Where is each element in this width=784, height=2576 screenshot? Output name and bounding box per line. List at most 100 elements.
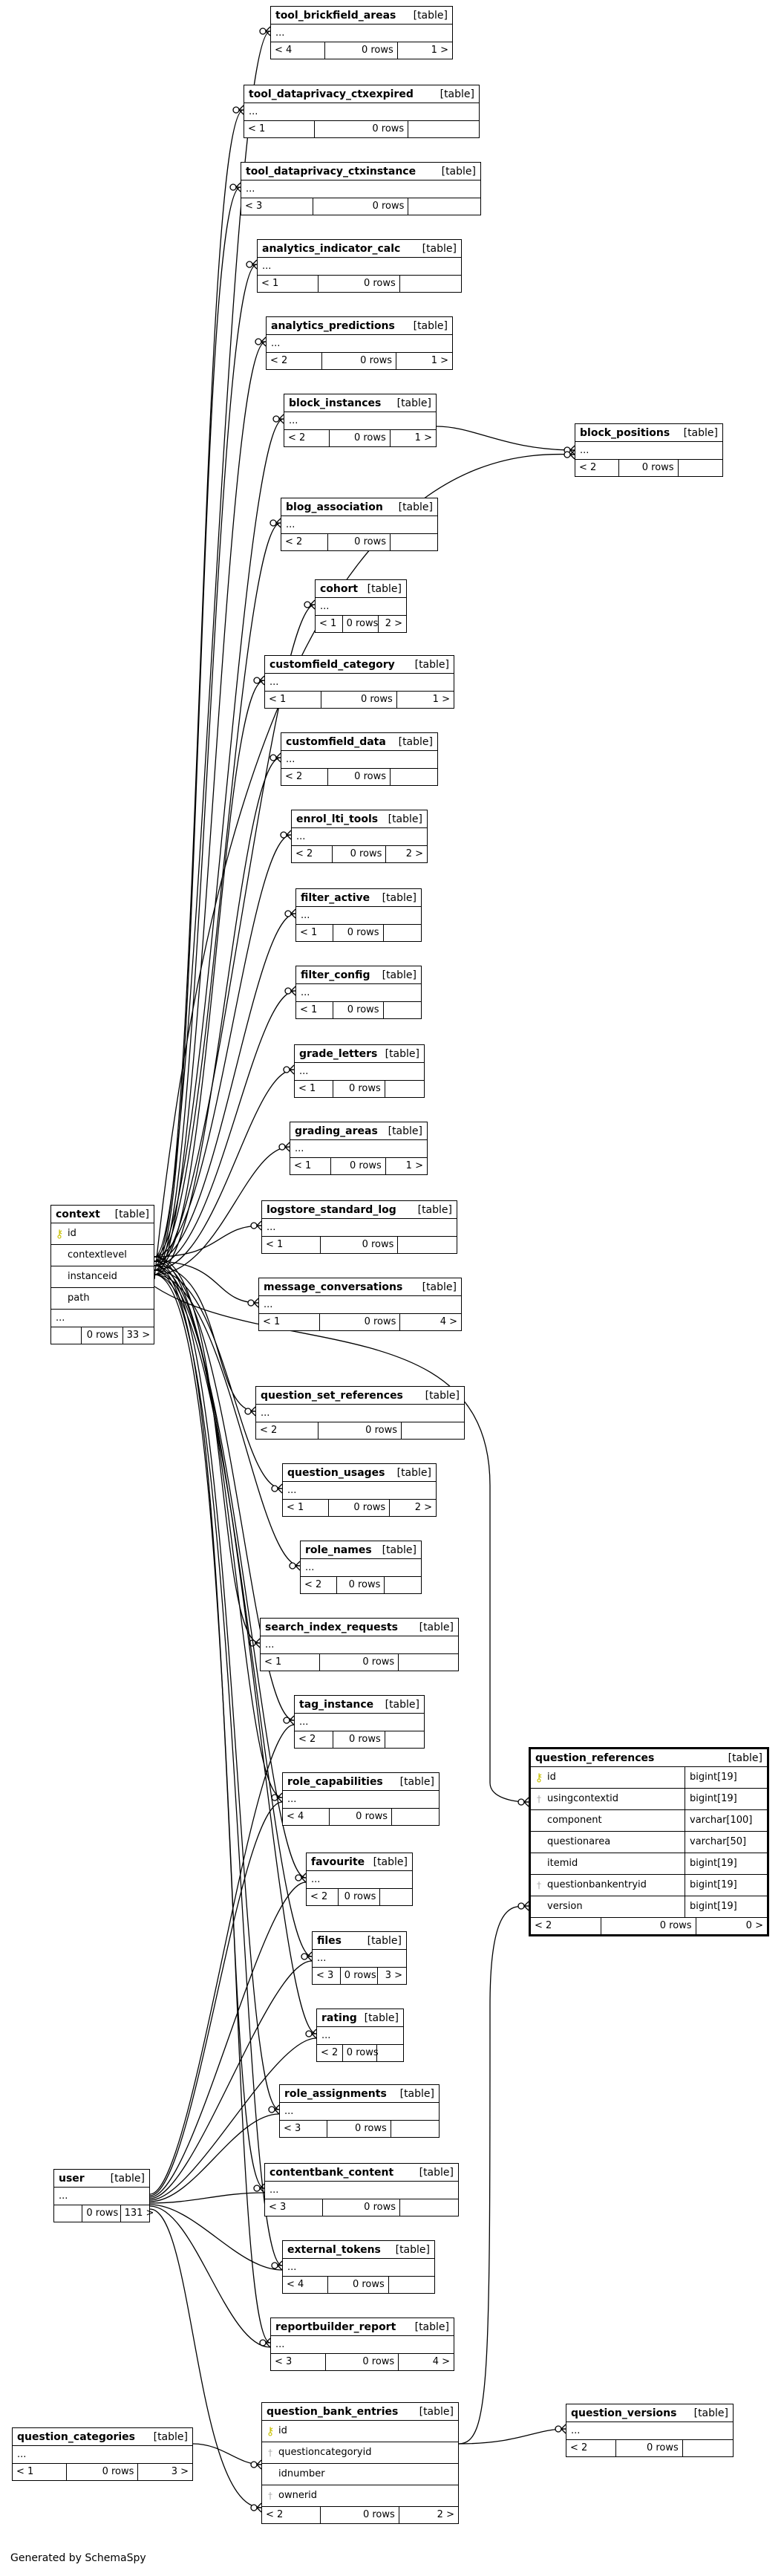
parent-count[interactable]: < 2 [262,2507,321,2523]
table-header[interactable]: external_tokens[table] [283,2241,434,2259]
parent-count[interactable]: < 1 [296,925,334,941]
child-count[interactable] [385,1731,424,1748]
parent-count[interactable]: < 4 [283,1809,330,1825]
table-header[interactable]: question_usages[table] [283,1464,436,1482]
child-count[interactable]: 2 > [385,618,402,629]
parent-count[interactable]: < 2 [267,353,322,369]
child-count[interactable] [384,925,421,941]
table-header[interactable]: reportbuilder_report[table] [271,2318,454,2336]
parent-count[interactable]: < 1 [265,692,322,708]
child-count[interactable] [391,2121,439,2137]
table-header[interactable]: message_conversations[table] [259,1278,461,1296]
table-header[interactable]: favourite[table] [307,1853,412,1871]
table-name[interactable]: tool_brickfield_areas [275,9,396,22]
table-name[interactable]: question_references [535,1752,655,1764]
table-name[interactable]: customfield_category [270,658,395,671]
table-header[interactable]: filter_active[table] [296,889,421,907]
parent-count[interactable]: < 3 [313,1968,341,1984]
table-header[interactable]: question_categories[table] [13,2428,192,2446]
table-name[interactable]: question_usages [287,1466,385,1479]
table-name[interactable]: contentbank_content [270,2166,394,2179]
table-name[interactable]: question_versions [571,2407,677,2419]
table-header[interactable]: question_versions[table] [566,2404,733,2422]
child-count[interactable]: 4 > [440,1316,457,1327]
table-name[interactable]: cohort [320,582,359,595]
child-count[interactable]: 3 > [171,2466,189,2477]
table-name[interactable]: rating [321,2011,357,2024]
table-name[interactable]: grade_letters [299,1047,378,1060]
child-count[interactable] [391,534,437,550]
table-name[interactable]: question_categories [17,2430,135,2443]
child-count[interactable] [399,1654,458,1671]
child-count[interactable]: 1 > [431,355,448,366]
child-count[interactable]: 1 > [431,45,448,56]
parent-count[interactable] [54,2205,83,2222]
parent-count[interactable]: < 2 [281,769,328,785]
table-header[interactable]: customfield_data[table] [281,733,437,751]
child-count[interactable] [402,1422,464,1439]
child-count[interactable]: 2 > [414,1502,432,1513]
table-header[interactable]: user[table] [54,2170,149,2188]
child-count[interactable] [392,1809,439,1825]
table-name[interactable]: filter_active [301,891,370,904]
table-name[interactable]: role_assignments [284,2087,387,2100]
child-count[interactable] [389,2277,434,2293]
table-header[interactable]: grade_letters[table] [295,1045,424,1063]
table-header[interactable]: enrol_lti_tools[table] [292,810,427,828]
child-count[interactable]: 33 > [126,1330,151,1341]
child-count[interactable] [391,769,437,785]
table-header[interactable]: filter_config[table] [296,966,421,984]
parent-count[interactable]: < 2 [256,1422,318,1439]
table-header[interactable]: cohort[table] [316,580,406,598]
table-header[interactable]: files[table] [313,1932,406,1950]
child-count[interactable] [385,1577,421,1593]
table-header[interactable]: contentbank_content[table] [265,2164,458,2182]
parent-count[interactable]: < 2 [307,1889,339,1905]
child-count[interactable] [398,1237,457,1253]
child-count[interactable] [683,2440,733,2456]
child-count[interactable] [400,2199,458,2216]
table-tool-dataprivacy-ctxexpired[interactable]: tool_dataprivacy_ctxexpired[table]...< 1… [244,85,480,138]
table-name[interactable]: search_index_requests [265,1621,398,1633]
column-row[interactable]: †ownerid [262,2485,458,2507]
table-name[interactable]: tool_dataprivacy_ctxexpired [249,88,414,100]
child-count[interactable]: 4 > [432,2356,450,2367]
parent-count[interactable]: < 1 [261,1654,320,1671]
parent-count[interactable]: < 1 [316,616,343,632]
table-header[interactable]: tool_dataprivacy_ctxinstance[table] [241,163,480,180]
table-header[interactable]: analytics_indicator_calc[table] [258,240,461,258]
parent-count[interactable]: < 1 [283,1500,329,1516]
table-header[interactable]: block_positions[table] [575,424,722,442]
table-name[interactable]: reportbuilder_report [275,2320,396,2333]
table-tool-dataprivacy-ctxinstance[interactable]: tool_dataprivacy_ctxinstance[table]...< … [241,162,481,215]
child-count[interactable]: 0 > [745,1920,763,1931]
parent-count[interactable]: < 1 [259,1314,320,1330]
child-count[interactable]: 1 > [414,432,432,443]
parent-count[interactable]: < 1 [296,1002,334,1018]
table-header[interactable]: role_names[table] [301,1541,421,1559]
parent-count[interactable]: < 3 [241,198,313,215]
table-header[interactable]: question_references[table] [531,1749,767,1767]
table-header[interactable]: search_index_requests[table] [261,1619,458,1636]
child-count[interactable] [380,1889,412,1905]
table-name[interactable]: external_tokens [287,2243,381,2256]
table-header[interactable]: role_capabilities[table] [283,1773,439,1791]
parent-count[interactable]: < 4 [271,42,326,59]
